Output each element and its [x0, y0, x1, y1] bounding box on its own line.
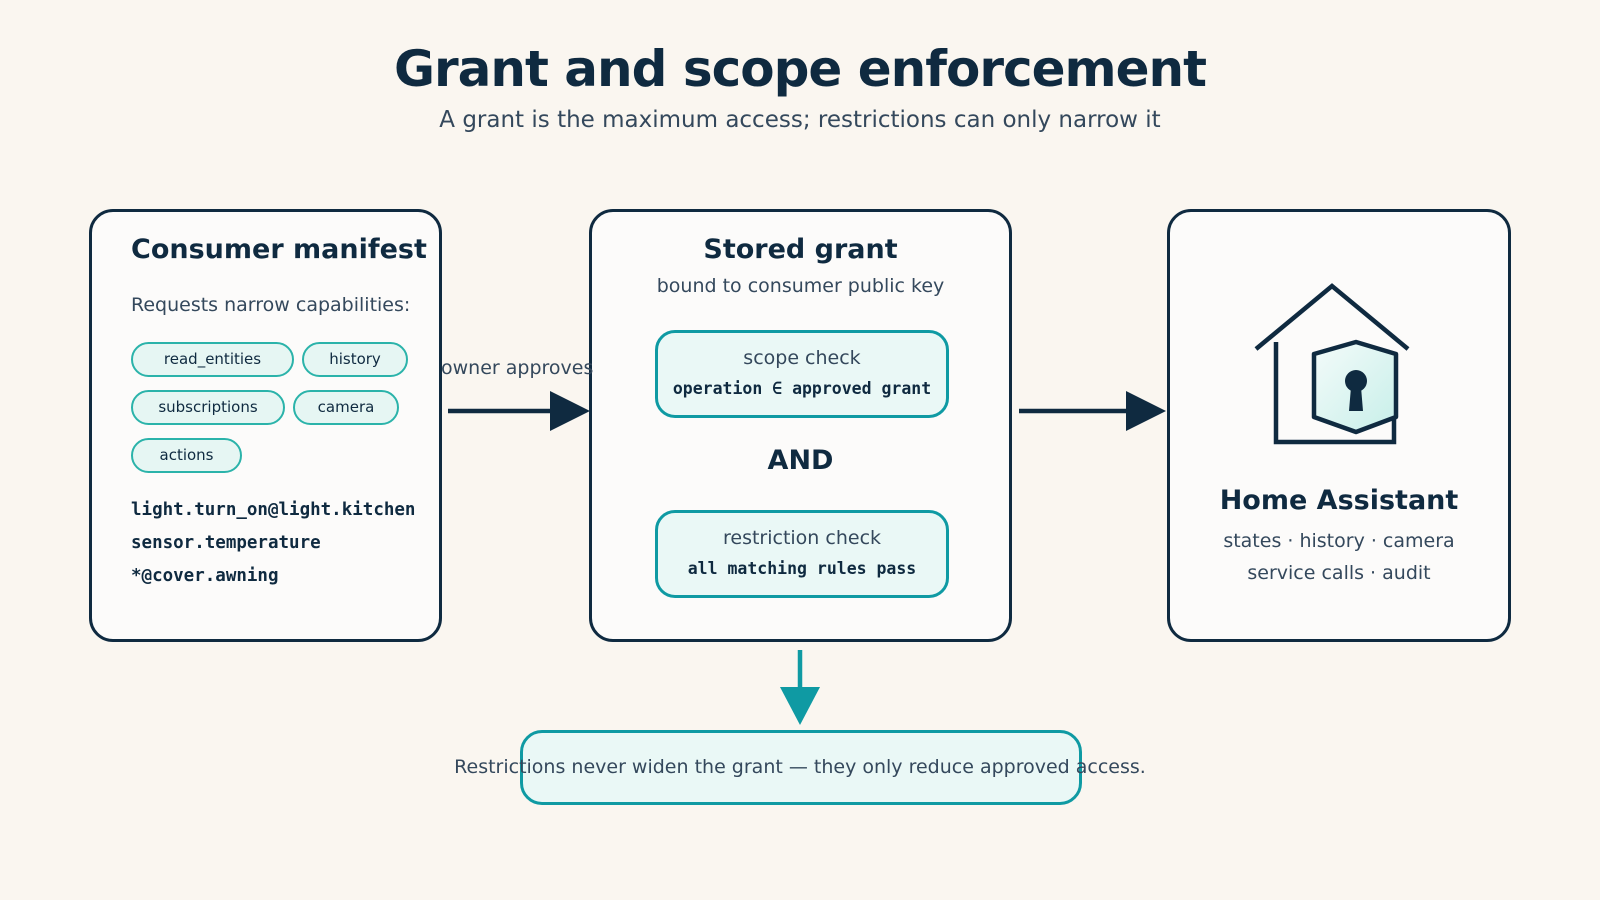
arrow-grant-to-home-assistant	[1019, 391, 1166, 431]
restriction-check-rule: all matching rules pass	[687, 559, 917, 578]
scope-line-2: sensor.temperature	[131, 533, 321, 553]
capability-pill-read-entities: read_entities	[131, 342, 294, 377]
capability-pill-subscriptions: subscriptions	[131, 390, 285, 425]
home-assistant-panel: Home Assistant states · history · camera…	[1167, 209, 1511, 642]
note-text: Restrictions never widen the grant — the…	[454, 756, 1146, 778]
scope-line-1: light.turn_on@light.kitchen	[131, 500, 416, 520]
consumer-manifest-panel: Consumer manifest Requests narrow capabi…	[89, 209, 442, 642]
capability-pill-camera: camera	[293, 390, 399, 425]
arrow-manifest-to-grant	[448, 391, 590, 431]
scope-check-title: scope check	[743, 347, 861, 369]
home-assistant-line-2: service calls · audit	[1247, 562, 1431, 584]
consumer-manifest-heading: Consumer manifest	[131, 234, 427, 265]
stored-grant-panel: Stored grant bound to consumer public ke…	[589, 209, 1012, 642]
note-box	[520, 730, 1082, 805]
page-title: Grant and scope enforcement	[393, 40, 1207, 98]
stored-grant-heading: Stored grant	[703, 234, 898, 265]
manifest-intro-text: Requests narrow capabilities:	[131, 294, 411, 316]
scope-line-3: *@cover.awning	[131, 566, 279, 586]
scope-check-box: scope check operation ∈ approved grant	[655, 330, 949, 418]
arrow-grant-to-note	[780, 650, 820, 725]
owner-approves-label: owner approves	[441, 357, 594, 379]
home-assistant-line-1: states · history · camera	[1223, 530, 1455, 552]
home-assistant-heading: Home Assistant	[1219, 485, 1459, 516]
page-subtitle: A grant is the maximum access; restricti…	[439, 107, 1161, 133]
and-label: AND	[767, 445, 834, 476]
stored-grant-subheading: bound to consumer public key	[656, 275, 945, 297]
restriction-check-title: restriction check	[722, 527, 882, 549]
restriction-check-box: restriction check all matching rules pas…	[655, 510, 949, 598]
house-lock-icon	[1254, 283, 1410, 445]
capability-pill-actions: actions	[131, 438, 242, 473]
scope-check-rule: operation ∈ approved grant	[672, 379, 932, 398]
capability-pill-history: history	[302, 342, 408, 377]
